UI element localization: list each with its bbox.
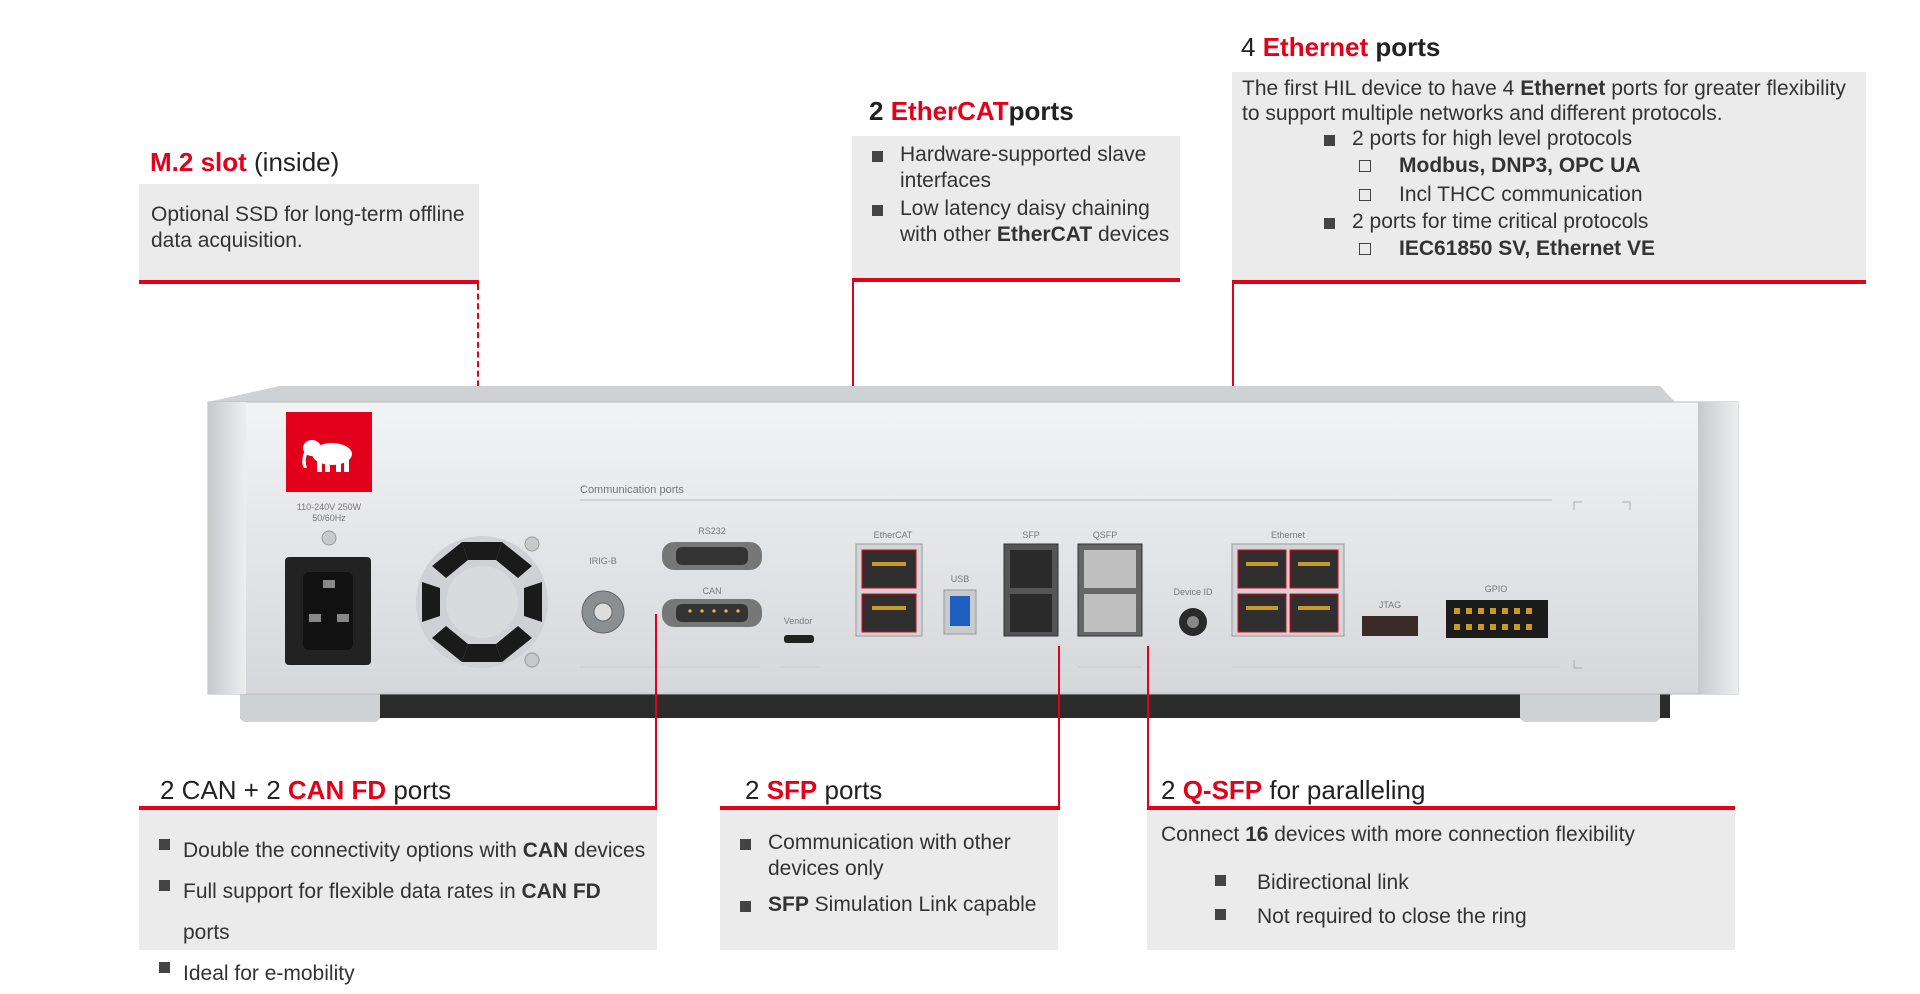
device-foot-right xyxy=(1520,688,1660,722)
power-rating-label: 110-240V 250W xyxy=(297,502,362,512)
ethernet-port-c[interactable] xyxy=(1237,593,1287,633)
list-item: Modbus, DNP3, OPC UA xyxy=(1357,151,1860,180)
usb-label: USB xyxy=(951,574,970,584)
gpio-label: GPIO xyxy=(1485,584,1508,594)
qsfp-title: 2 Q-SFP for paralleling xyxy=(1161,775,1426,805)
qsfp-port-1[interactable] xyxy=(1084,594,1136,632)
sfp-port-1[interactable] xyxy=(1010,594,1052,632)
m2-title: M.2 slot (inside) xyxy=(150,147,340,177)
qsfp-box: Connect 16 devices with more connection … xyxy=(1147,806,1735,950)
device-shadow xyxy=(240,694,1670,718)
jtag-label: JTAG xyxy=(1379,600,1401,610)
ethernet-intro: The first HIL device to have 4 Ethernet … xyxy=(1242,77,1846,125)
sfp-leader xyxy=(1058,646,1060,810)
can-leader xyxy=(655,614,657,810)
vendor-port[interactable] xyxy=(784,635,814,643)
elephant-icon xyxy=(302,440,352,472)
vendor-label: Vendor xyxy=(784,616,813,626)
ethercat-port-1[interactable] xyxy=(861,593,917,633)
qsfp-port-2[interactable] xyxy=(1084,550,1136,588)
power-frequency-label: 50/60Hz xyxy=(312,513,346,523)
m2-description: Optional SSD for long-term offline data … xyxy=(151,203,465,252)
ethercat-port-2[interactable] xyxy=(861,549,917,589)
device-top-rim xyxy=(208,386,1675,402)
can-box: Double the connectivity options with CAN… xyxy=(139,806,657,985)
ethernet-port-d[interactable] xyxy=(1289,593,1339,633)
comm-ports-label: Communication ports xyxy=(580,484,684,496)
sfp-box: Communication with other devices only SF… xyxy=(720,806,1058,950)
m2-box: Optional SSD for long-term offline data … xyxy=(139,184,479,284)
list-item: IEC61850 SV, Ethernet VE xyxy=(1357,234,1860,263)
qsfp-leader xyxy=(1147,646,1149,810)
ethernet-sub-bullets-1: Modbus, DNP3, OPC UA Incl THCC communica… xyxy=(1357,151,1860,209)
can-bullets: Double the connectivity options with CAN… xyxy=(157,830,647,994)
jtag-header[interactable] xyxy=(1362,616,1418,636)
can-label: CAN xyxy=(702,586,721,596)
sfp-bullets: Communication with other devices only SF… xyxy=(738,830,1048,918)
ethernet-port-b[interactable] xyxy=(1289,549,1339,589)
ethercat-port-label: EtherCAT xyxy=(874,530,913,540)
ethernet-box: The first HIL device to have 4 Ethernet … xyxy=(1232,72,1866,284)
list-item: Low latency daisy chaining with other Et… xyxy=(870,196,1170,248)
ethernet-title: 4 Ethernet ports xyxy=(1241,32,1441,62)
list-item: Communication with other devices only xyxy=(738,830,1048,882)
list-item: Full support for flexible data rates in … xyxy=(157,871,647,953)
can-title: 2 CAN + 2 CAN FD ports xyxy=(160,775,452,805)
sfp-port-2[interactable] xyxy=(1010,550,1052,588)
ethernet-port-label: Ethernet xyxy=(1271,530,1306,540)
list-item: Not required to close the ring xyxy=(1213,900,1725,934)
list-item: Bidirectional link xyxy=(1213,866,1725,900)
ethercat-box: Hardware-supported slave interfaces Low … xyxy=(852,136,1180,282)
device-side-left xyxy=(208,402,246,694)
ethernet-sub-bullets-2: IEC61850 SV, Ethernet VE xyxy=(1357,234,1860,263)
m2-dashed-leader xyxy=(477,284,479,396)
device-foot-left xyxy=(240,688,380,722)
qsfp-bullets: Bidirectional link Not required to close… xyxy=(1213,866,1725,934)
qsfp-port-label: QSFP xyxy=(1093,530,1118,540)
sfp-port-label: SFP xyxy=(1022,530,1040,540)
list-item: Ideal for e-mobility xyxy=(157,953,647,994)
fan-grille xyxy=(416,536,548,668)
ethernet-bullets: 2 ports for high level protocols xyxy=(1322,126,1860,151)
list-item: Hardware-supported slave interfaces xyxy=(870,142,1170,194)
irig-label: IRIG-B xyxy=(589,556,617,566)
device-illustration: 110-240V 250W 50/60Hz Communicatio xyxy=(207,386,1739,722)
gpio-header[interactable] xyxy=(1446,600,1548,638)
device-id-label: Device ID xyxy=(1173,587,1213,597)
ethercat-title: 2 EtherCATports xyxy=(869,96,1074,126)
list-item: 2 ports for high level protocols xyxy=(1322,126,1860,151)
qsfp-intro: Connect 16 devices with more connection … xyxy=(1161,823,1635,846)
ethercat-bullets: Hardware-supported slave interfaces Low … xyxy=(870,142,1170,248)
list-item: 2 ports for time critical protocols xyxy=(1322,209,1860,234)
sfp-title: 2 SFP ports xyxy=(745,775,883,805)
ethernet-bullets-2: 2 ports for time critical protocols xyxy=(1322,209,1860,234)
device-back-panel: 110-240V 250W 50/60Hz Communicatio xyxy=(200,382,1740,732)
rs232-label: RS232 xyxy=(698,526,726,536)
device-side-right xyxy=(1698,402,1738,694)
ethernet-port-a[interactable] xyxy=(1237,549,1287,589)
list-item: Incl THCC communication xyxy=(1357,180,1860,209)
list-item: SFP Simulation Link capable xyxy=(738,892,1048,918)
list-item: Double the connectivity options with CAN… xyxy=(157,830,647,871)
